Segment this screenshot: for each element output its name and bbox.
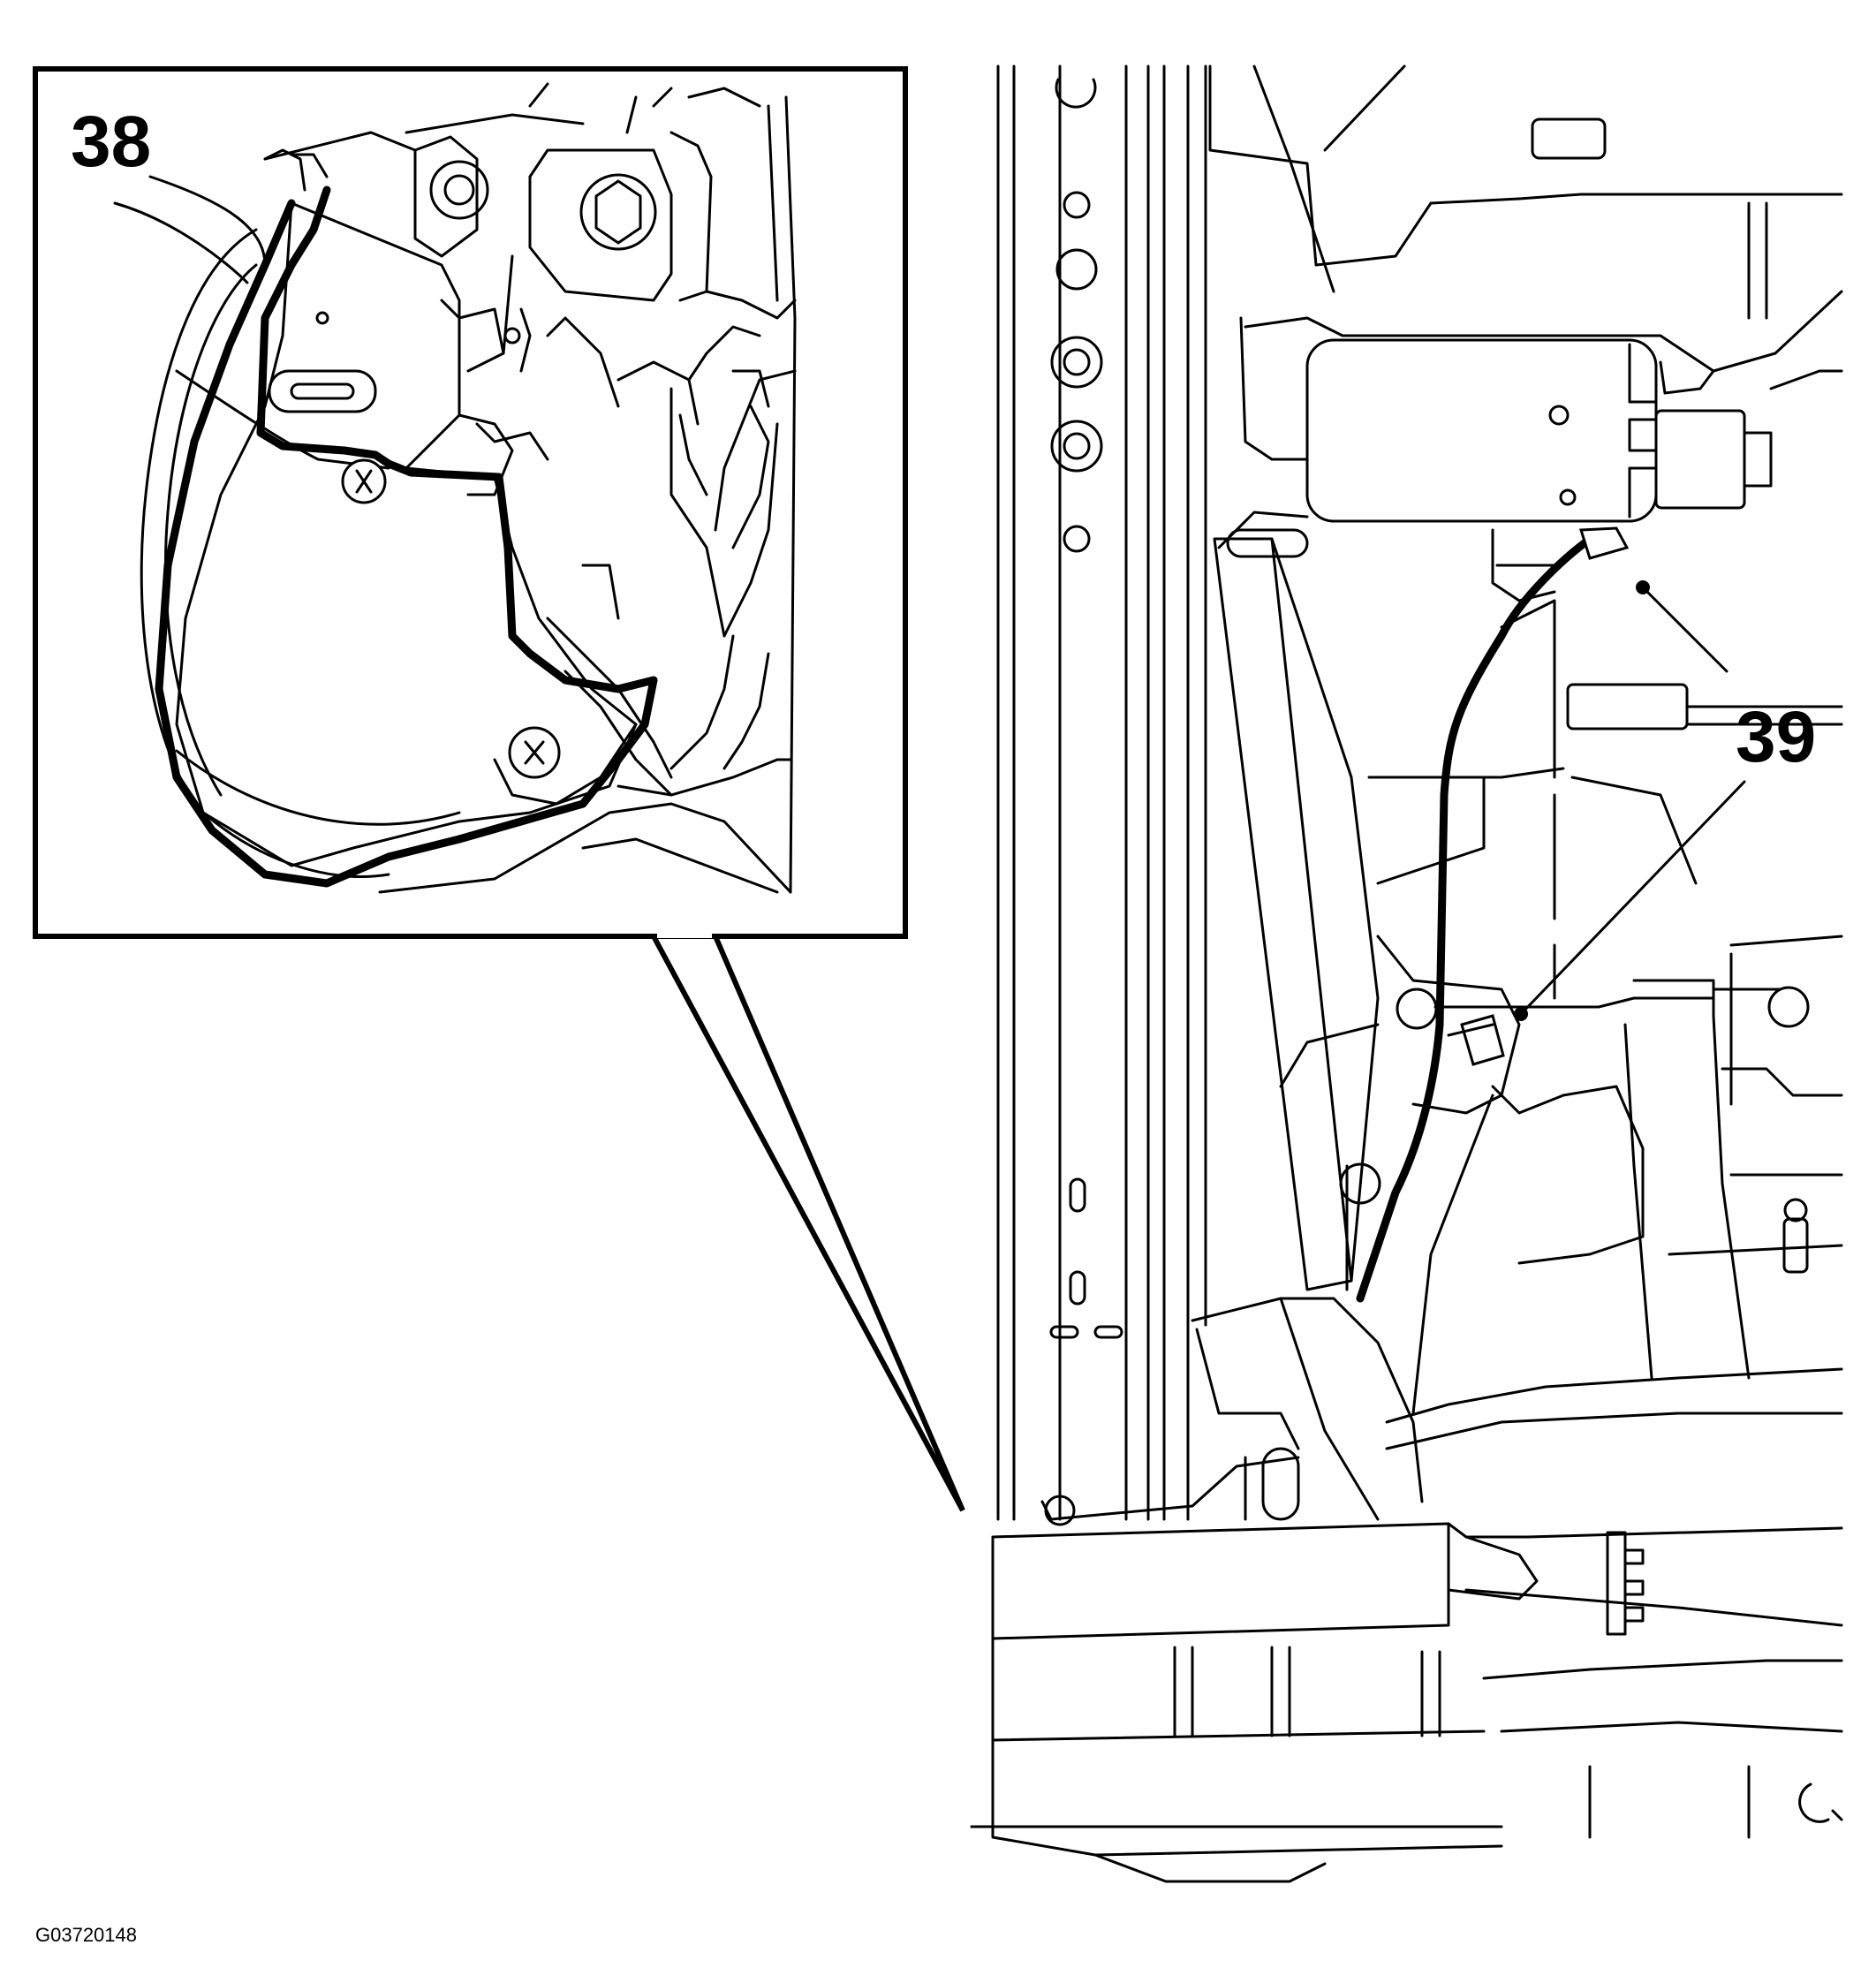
linkage bbox=[1279, 935, 1843, 1415]
rail-holes bbox=[1049, 78, 1123, 1339]
main-view bbox=[970, 64, 1843, 1883]
callout-38: 38 bbox=[71, 102, 151, 182]
strut bbox=[1213, 528, 1843, 1291]
motor-assembly bbox=[1208, 64, 1843, 558]
detail-inset bbox=[33, 66, 965, 1512]
harness-clip-lower bbox=[1460, 1014, 1505, 1066]
vertical-rails bbox=[996, 64, 1207, 1521]
inset-frame bbox=[33, 66, 908, 939]
callout-39: 39 bbox=[1736, 697, 1816, 777]
leader-dot-lower bbox=[1514, 1007, 1528, 1021]
base-plate bbox=[1040, 1297, 1843, 1526]
figure-id: G03720148 bbox=[35, 1924, 137, 1946]
leader-dot-upper bbox=[1636, 580, 1650, 594]
callout-39-leaders bbox=[1514, 580, 1746, 1021]
wiring-harness bbox=[1356, 526, 1630, 1303]
crossmember bbox=[970, 1522, 1843, 1883]
harness-clip-upper bbox=[1578, 526, 1630, 560]
inset-parts bbox=[113, 82, 797, 894]
inset-harness bbox=[155, 185, 658, 888]
inset-pointer bbox=[648, 934, 965, 1512]
